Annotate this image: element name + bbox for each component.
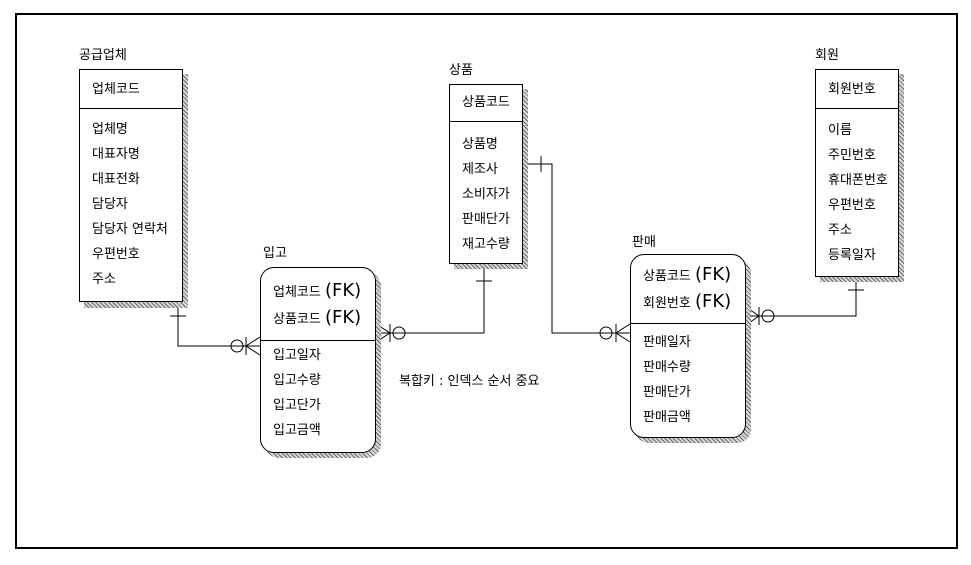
entity-title-member: 회원 xyxy=(815,48,839,63)
entity-attribute: 재고수량 xyxy=(462,237,510,252)
entity-divider xyxy=(80,108,182,109)
entity-divider xyxy=(261,340,375,341)
entity-key-attribute: 회원번호 (FK) xyxy=(643,291,732,312)
entity-attribute: 대표전화 xyxy=(92,172,140,187)
entity-supplier[interactable]: 업체코드 업체명 대표자명 대표전화 담당자 담당자 연락처 우편번호 주소 xyxy=(79,69,183,302)
diagram-frame xyxy=(15,13,958,549)
entity-attribute: 소비자가 xyxy=(462,187,510,202)
entity-attribute: 입고단가 xyxy=(273,398,321,413)
entity-member[interactable]: 회원번호 이름 주민번호 휴대폰번호 우편번호 주소 등록일자 xyxy=(815,69,899,277)
entity-attribute: 우편번호 xyxy=(92,247,140,262)
entity-divider xyxy=(450,121,522,122)
entity-divider xyxy=(816,108,898,109)
entity-attribute: 휴대폰번호 xyxy=(828,173,888,188)
entity-attribute: 판매단가 xyxy=(462,212,510,227)
entity-attribute: 우편번호 xyxy=(828,198,876,213)
entity-key-attribute: 상품코드 (FK) xyxy=(273,307,362,328)
entity-attribute: 이름 xyxy=(828,123,852,138)
entity-key-attribute: 상품코드 (FK) xyxy=(643,264,732,285)
entity-divider xyxy=(631,323,745,324)
entity-attribute: 판매일자 xyxy=(643,335,691,350)
entity-attribute: 주민번호 xyxy=(828,148,876,163)
entity-attribute: 담당자 xyxy=(92,197,128,212)
entity-attribute: 주소 xyxy=(92,272,116,287)
entity-title-sale: 판매 xyxy=(632,235,656,250)
entity-attribute: 판매금액 xyxy=(643,410,691,425)
entity-attribute: 판매단가 xyxy=(643,385,691,400)
entity-title-product: 상품 xyxy=(449,63,473,78)
entity-attribute: 대표자명 xyxy=(92,147,140,162)
entity-attribute: 업체명 xyxy=(92,122,128,137)
entity-sale[interactable]: 상품코드 (FK) 회원번호 (FK) 판매일자 판매수량 판매단가 판매금액 xyxy=(630,254,746,438)
entity-attribute: 담당자 연락처 xyxy=(92,222,168,237)
entity-attribute: 판매수량 xyxy=(643,360,691,375)
entity-key-attribute: 업체코드 (FK) xyxy=(273,280,362,301)
entity-attribute: 입고수량 xyxy=(273,373,321,388)
relationship-product-stock-in xyxy=(375,264,492,343)
entity-product[interactable]: 상품코드 상품명 제조사 소비자가 판매단가 재고수량 xyxy=(449,84,523,264)
entity-attribute: 등록일자 xyxy=(828,248,876,263)
entity-attribute: 상품명 xyxy=(462,137,498,152)
entity-attribute: 제조사 xyxy=(462,162,498,177)
relationship-supplier-stock-in xyxy=(170,303,261,356)
entity-key-attribute: 상품코드 xyxy=(462,95,510,110)
entity-key-attribute: 업체코드 xyxy=(92,82,140,97)
entity-title-supplier: 공급업체 xyxy=(79,48,127,63)
composite-key-note: 복합키 : 인덱스 순서 중요 xyxy=(399,374,540,389)
relationship-product-sale xyxy=(523,156,631,343)
entity-title-stock-in: 입고 xyxy=(263,246,287,261)
entity-attribute: 입고일자 xyxy=(273,348,321,363)
entity-key-attribute: 회원번호 xyxy=(828,82,876,97)
entity-attribute: 입고금액 xyxy=(273,423,321,438)
relationship-member-sale xyxy=(745,277,864,326)
entity-stock-in[interactable]: 업체코드 (FK) 상품코드 (FK) 입고일자 입고수량 입고단가 입고금액 xyxy=(260,267,376,453)
entity-attribute: 주소 xyxy=(828,223,852,238)
